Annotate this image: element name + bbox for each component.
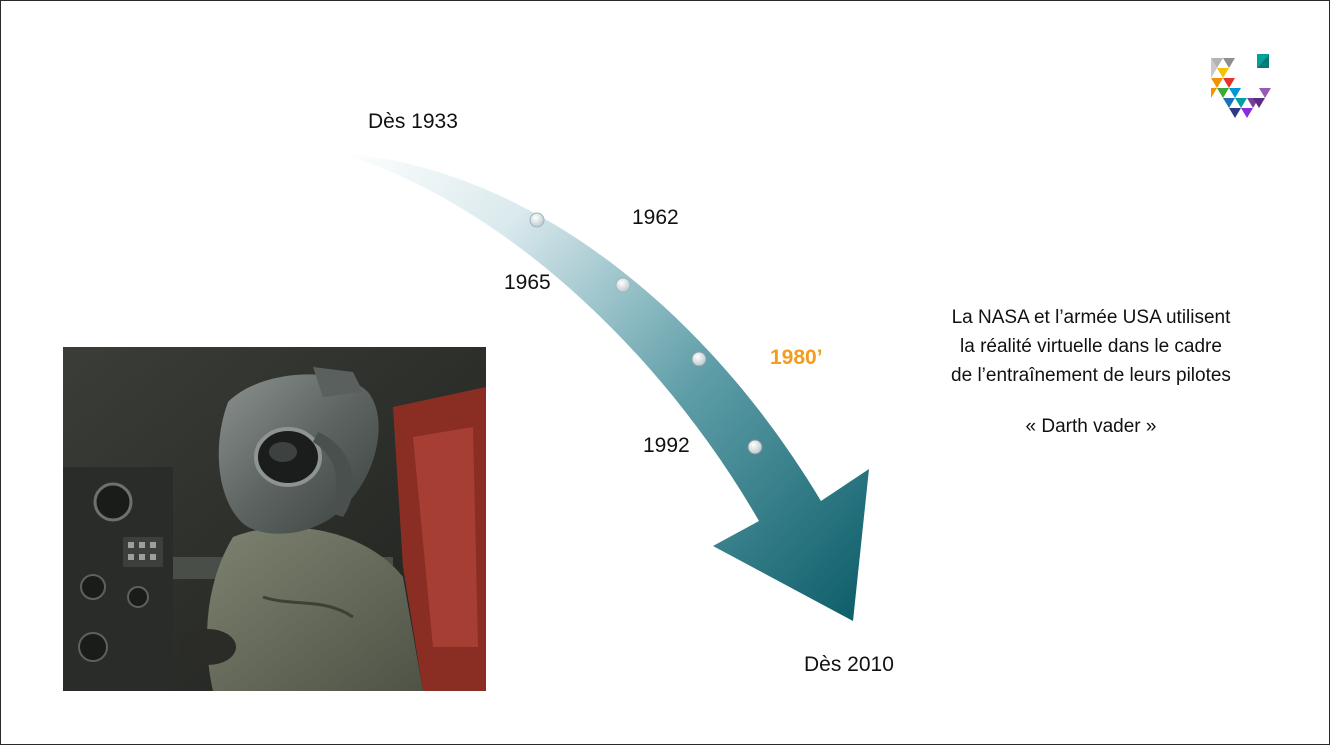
description-line: La NASA et l’armée USA utilisent xyxy=(951,307,1231,328)
description-text: La NASA et l’armée USA utilisent la réal… xyxy=(881,303,1301,441)
milestone-dot xyxy=(691,351,707,367)
university-logo xyxy=(1211,54,1275,129)
milestone-dot xyxy=(529,212,545,228)
milestone-dot xyxy=(615,277,631,293)
description-quote: « Darth vader » xyxy=(1025,416,1157,437)
timeline-arrow-body xyxy=(339,153,869,621)
milestone-label-1992: 1992 xyxy=(643,434,690,457)
description-line: de l’entraînement de leurs pilotes xyxy=(951,365,1231,386)
vr-helmet-photo-icon xyxy=(63,347,486,691)
timeline-start-label: Dès 1933 xyxy=(368,110,458,133)
timeline-end-label: Dès 2010 xyxy=(804,653,894,676)
vr-helmet-cockpit-photo xyxy=(63,347,486,691)
milestone-label-1980: 1980’ xyxy=(770,346,823,369)
description-line: la réalité virtuelle dans le cadre xyxy=(960,336,1222,357)
university-logo-icon xyxy=(1211,54,1271,118)
milestone-dot xyxy=(747,439,763,455)
milestone-label-1965: 1965 xyxy=(504,271,551,294)
milestone-label-1962: 1962 xyxy=(632,206,679,229)
